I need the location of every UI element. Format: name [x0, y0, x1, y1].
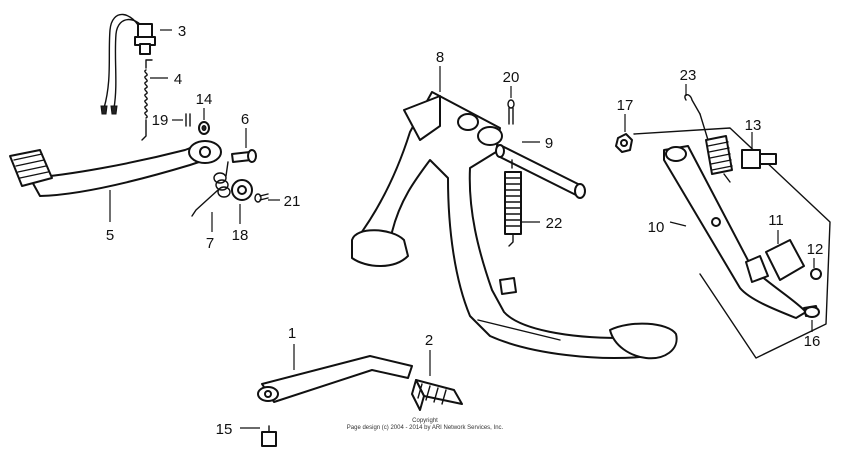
- callout-8: 8: [436, 49, 444, 66]
- bracket-11: [745, 239, 805, 283]
- bolt-16: [803, 305, 820, 318]
- callout-7: 7: [206, 235, 214, 252]
- callout-14: 14: [196, 91, 213, 108]
- brake-light-switch: [100, 13, 156, 115]
- callout-21: 21: [284, 193, 301, 210]
- cotter-pin-20: [507, 99, 515, 125]
- copyright-line-2: Page design (c) 2004 - 2014 by ARI Netwo…: [347, 425, 504, 431]
- leader-10: [669, 221, 687, 227]
- return-spring-7: [191, 161, 231, 217]
- washer-18: [231, 179, 253, 201]
- side-stand-spring-23: [684, 94, 733, 183]
- callout-1: 1: [288, 325, 296, 342]
- callout-22: 22: [546, 215, 563, 232]
- copyright-line-1: Copyright: [412, 418, 438, 424]
- pivot-shaft-9: [495, 144, 586, 199]
- main-stand: [351, 91, 678, 360]
- nut-12: [810, 268, 822, 280]
- callout-12: 12: [807, 241, 824, 258]
- callout-18: 18: [232, 227, 249, 244]
- cotter-pin-21: [254, 193, 269, 203]
- callout-4: 4: [174, 71, 182, 88]
- callout-20: 20: [503, 69, 520, 86]
- callout-19: 19: [152, 112, 169, 129]
- side-stand-box: [633, 127, 831, 359]
- callout-3: 3: [178, 23, 186, 40]
- callout-23: 23: [680, 67, 697, 84]
- kick-starter-arm: [257, 355, 413, 403]
- switch-spring: [141, 59, 153, 141]
- brake-pedal: [9, 140, 222, 197]
- callout-11: 11: [768, 212, 784, 229]
- stand-spring-22: [504, 159, 522, 247]
- kick-rubber: [411, 379, 463, 411]
- bolt-15: [261, 425, 277, 447]
- callout-5: 5: [106, 227, 114, 244]
- callout-9: 9: [545, 135, 553, 152]
- callout-13: 13: [745, 117, 762, 134]
- bolt-6: [231, 149, 257, 163]
- callout-16: 16: [804, 333, 821, 350]
- cotter-pin-19: [185, 113, 191, 127]
- callout-17: 17: [617, 97, 634, 114]
- pivot-bolt-13: [741, 149, 777, 169]
- washer-14: [198, 121, 210, 135]
- callout-15: 15: [216, 421, 233, 438]
- nut-17: [615, 133, 633, 153]
- side-stand-10: [663, 145, 807, 319]
- callout-6: 6: [241, 111, 249, 128]
- callout-10: 10: [648, 219, 665, 236]
- callout-2: 2: [425, 332, 433, 349]
